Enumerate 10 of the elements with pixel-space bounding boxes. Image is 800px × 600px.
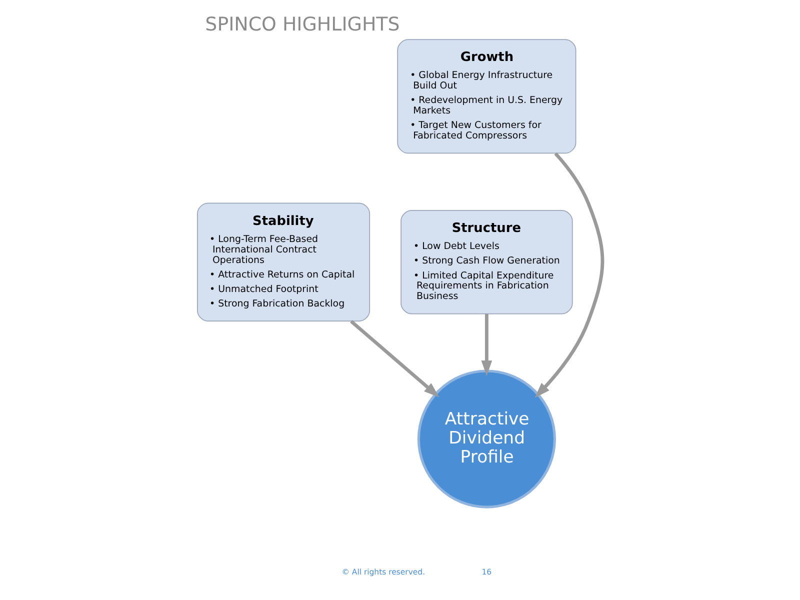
arrow	[534, 152, 604, 398]
label: 16	[482, 567, 492, 576]
label: © All rights reserved.	[342, 567, 426, 576]
arrow	[481, 314, 492, 376]
diagram-title: SPINCO HIGHLIGHTS	[205, 14, 400, 36]
node-box: Growth • Global Energy Infrastructure Build Out • Redevelopment in U.S. Energy Markets • Target New Customers for Fabricated Compressors	[397, 39, 576, 154]
node-circle: Attractive Dividend Profile	[417, 370, 556, 508]
arrow	[350, 320, 440, 398]
node-box: Stability • Long-Term Fee-Based International Contract Operations • Attractive Returns on Capital • Unmatched Footprint • Strong Fabrication Backlog	[197, 202, 370, 322]
node-box: Structure • Low Debt Levels • Strong Cash Flow Generation • Limited Capital Expenditure Requirements in Fabrication Business	[400, 210, 573, 314]
